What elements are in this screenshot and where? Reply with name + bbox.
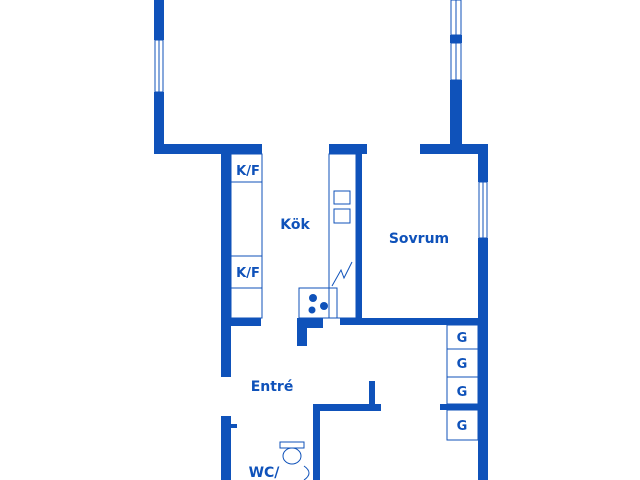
closet-label: G — [457, 419, 468, 434]
closet-label: G — [457, 385, 468, 400]
sink-bowl-lower — [333, 208, 351, 224]
kitchen-counter-right — [328, 153, 357, 319]
wall-left-upper — [221, 144, 231, 377]
wall-wc-top — [313, 404, 381, 411]
wall-right-upper — [478, 144, 488, 182]
room-label-wc: WC/ — [249, 465, 281, 480]
closet-label: G — [457, 331, 468, 346]
fridge-freezer-label-top: K/F — [236, 164, 260, 179]
wall-wc-left — [313, 404, 320, 480]
wall-upper-right-horizontal — [420, 144, 488, 154]
room-label-kitchen: Kök — [280, 217, 310, 233]
wc-fixtures — [279, 441, 310, 480]
burner-icon — [308, 306, 316, 314]
fridge-freezer-label-bottom: K/F — [236, 266, 260, 281]
wall-living-left-bottom — [154, 92, 164, 154]
wall-right-lower — [478, 238, 488, 480]
room-label-entrance: Entré — [251, 379, 294, 395]
burner-icon — [309, 294, 317, 302]
wall-closet-divider — [440, 404, 488, 410]
sink-bowl-upper — [333, 190, 351, 205]
wall-living-right-stub — [450, 35, 462, 43]
wall-bedroom-bottom — [340, 318, 488, 325]
toilet-tank — [279, 441, 305, 449]
windows — [154, 0, 488, 239]
kitchen-counter-left — [230, 153, 263, 319]
wall-entry-pillar-horizontal — [297, 318, 323, 328]
stove-burners — [308, 294, 328, 314]
sink-icon — [303, 465, 310, 480]
wall-kitchen-bedroom-divider — [356, 154, 362, 324]
wall-upper-mid-horizontal — [329, 144, 367, 154]
closets — [446, 324, 479, 441]
stove — [298, 287, 338, 319]
wall-kitchen-bottom-left — [221, 318, 261, 326]
closet-4 — [446, 409, 479, 441]
closet-3 — [446, 376, 479, 405]
burner-icon — [320, 302, 328, 310]
wall-left-lower — [221, 416, 231, 480]
wall-living-left-top — [154, 0, 164, 40]
door-marks — [231, 424, 237, 428]
wall-entry-stub — [369, 381, 375, 409]
wall-living-right-bottom — [450, 80, 462, 154]
dishwasher-symbol — [331, 261, 353, 287]
wall-entry-pillar-vertical — [297, 318, 307, 346]
kitchen-fixtures — [230, 153, 357, 319]
room-label-bedroom: Sovrum — [389, 231, 449, 247]
toilet-bowl-icon — [282, 447, 302, 465]
walls — [154, 0, 488, 480]
closet-label: G — [457, 357, 468, 372]
wall-upper-left-horizontal — [154, 144, 262, 154]
